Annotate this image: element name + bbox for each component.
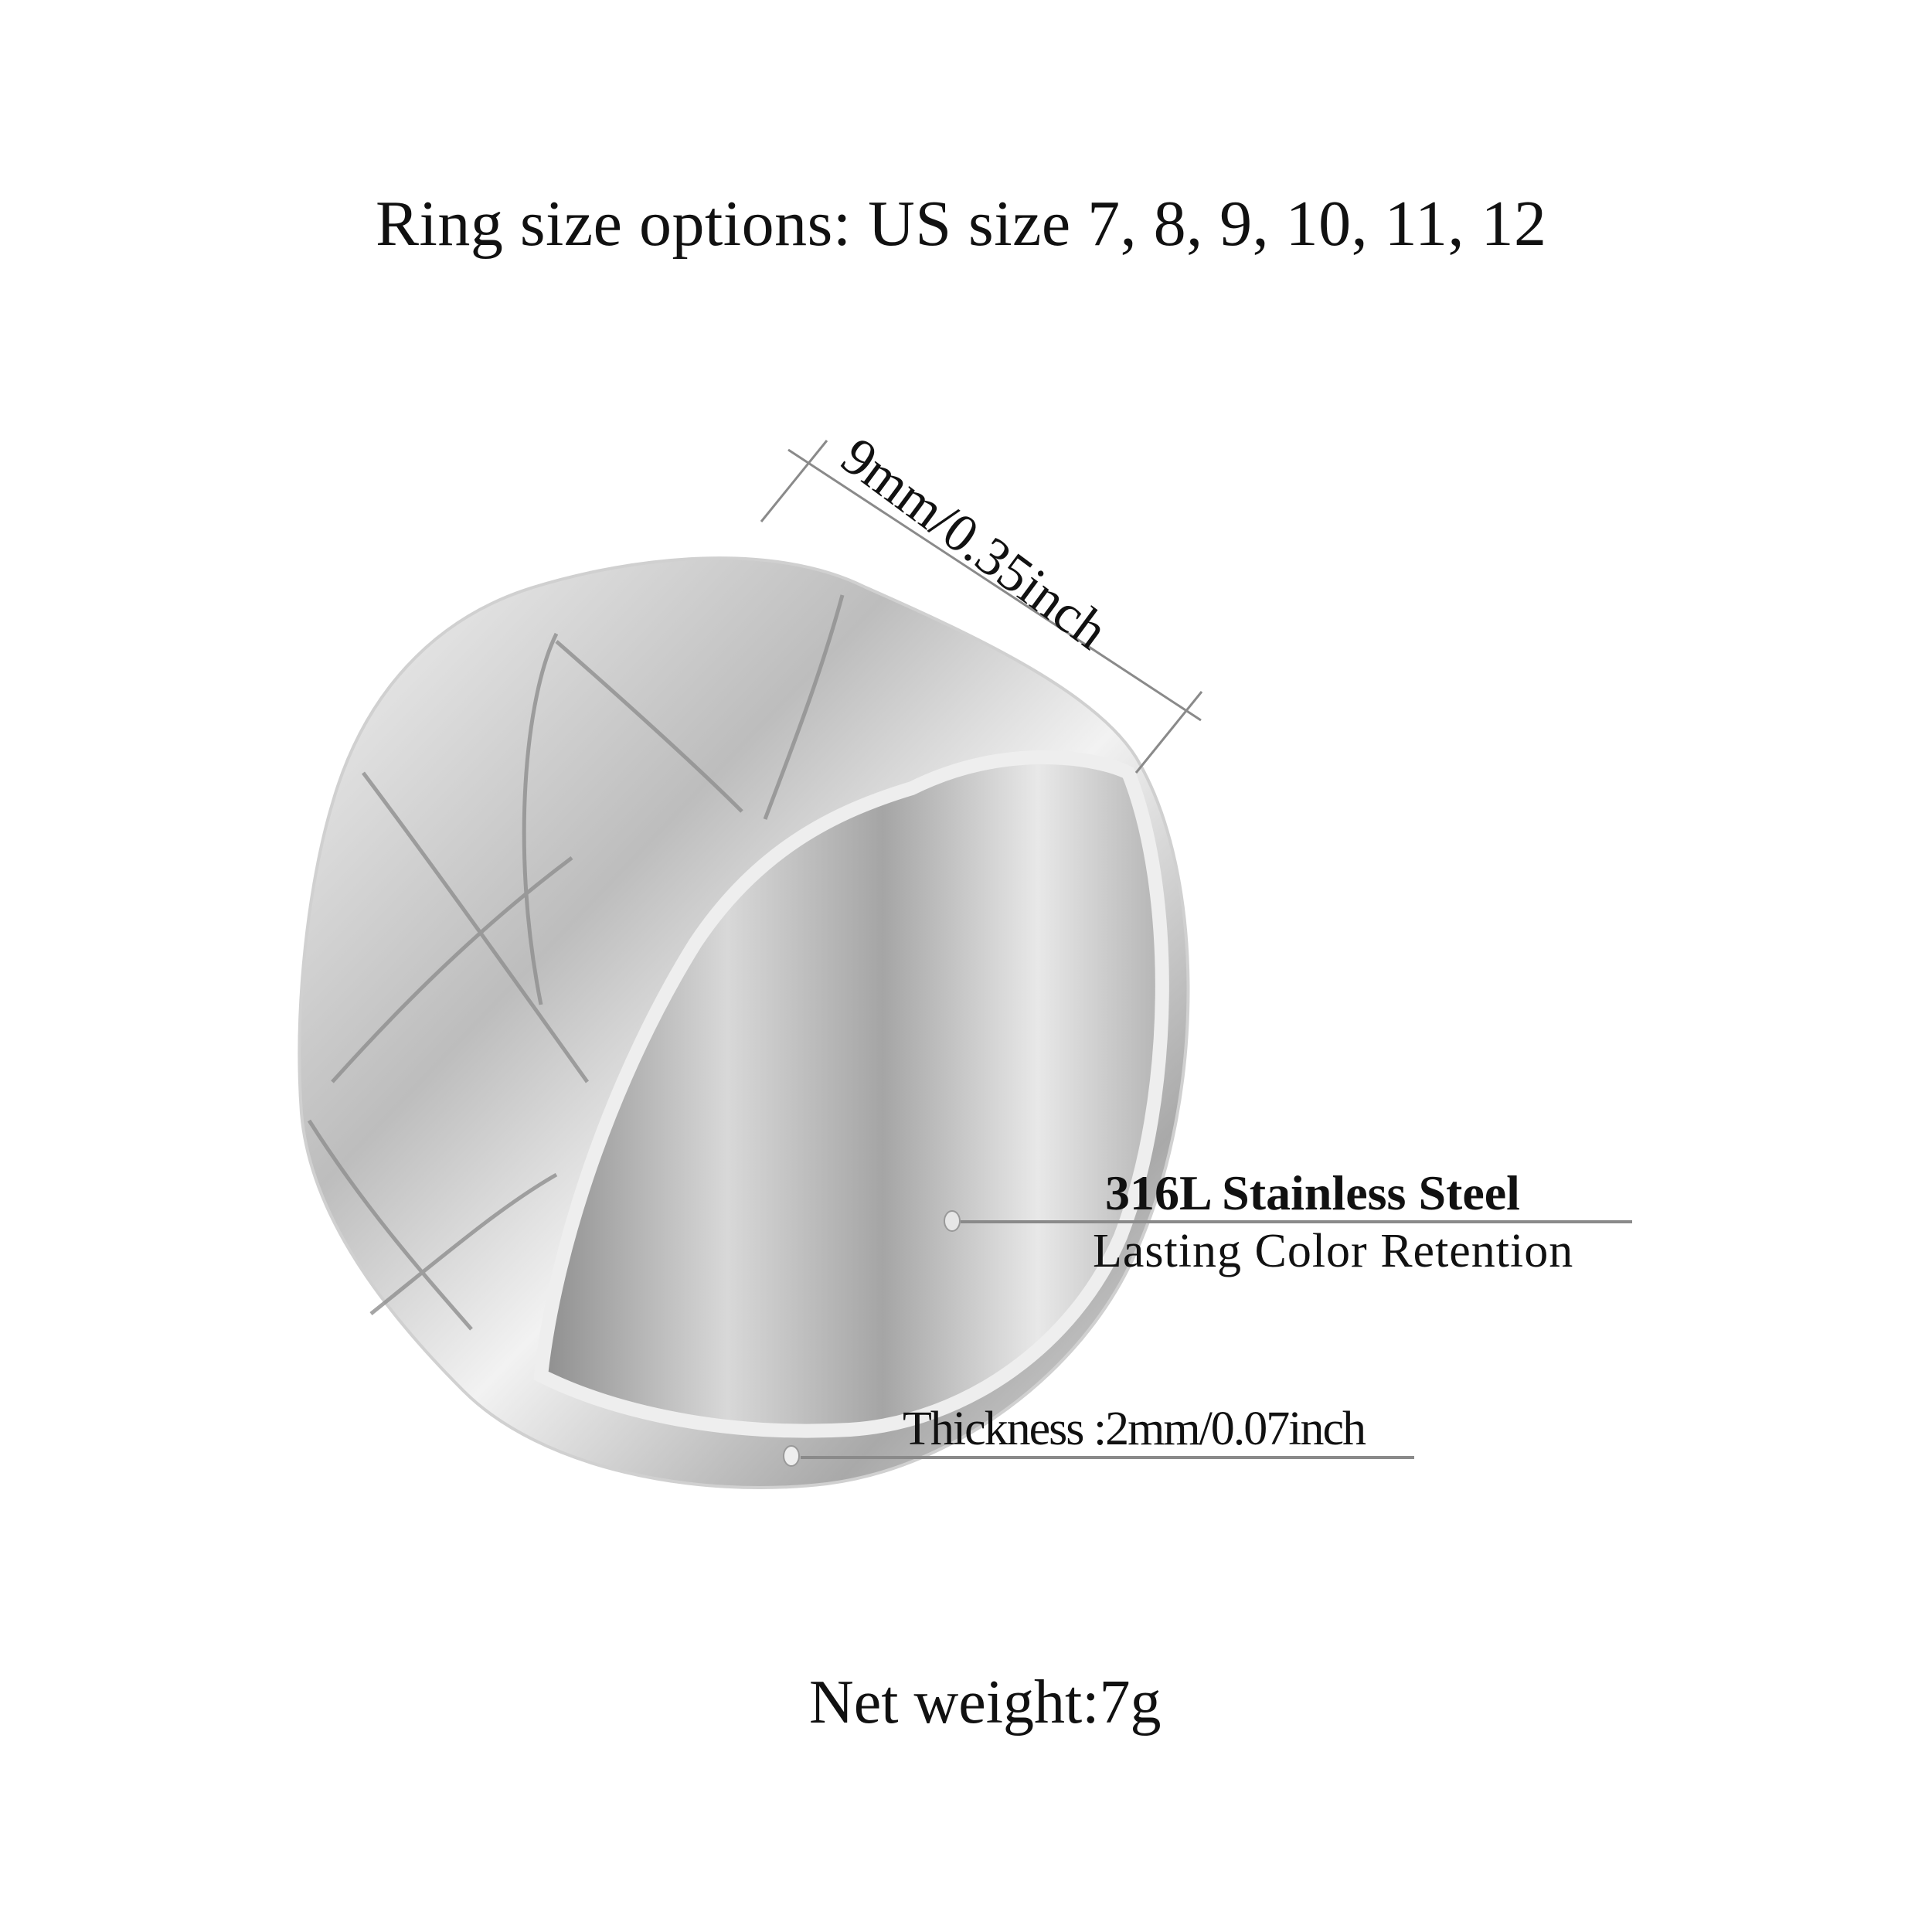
- ring-size-title: Ring size options: US size 7, 8, 9, 10, …: [376, 188, 1547, 260]
- thickness-label: Thickness :2mm/0.07inch: [903, 1403, 1366, 1455]
- thickness-leader: [783, 1445, 1414, 1467]
- material-label: 316L Stainless Steel: [1105, 1165, 1520, 1220]
- material-feature-label: Lasting Color Retention: [1093, 1225, 1574, 1277]
- ring-quilt-grooves: [307, 594, 845, 1331]
- ring-inner-surface: [533, 750, 1169, 1438]
- material-leader: [944, 1210, 1632, 1232]
- width-dimension-line: [760, 440, 1203, 774]
- net-weight-label: Net weight:7g: [809, 1668, 1162, 1736]
